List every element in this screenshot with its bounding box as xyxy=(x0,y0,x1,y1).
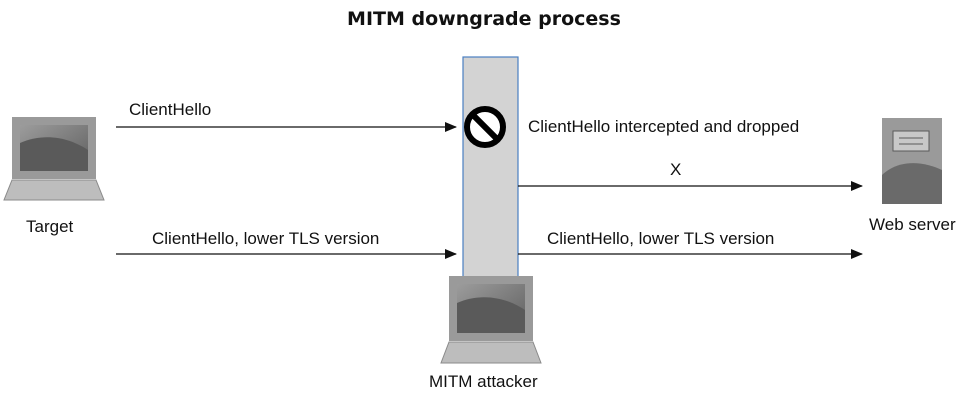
node-target-label: Target xyxy=(26,217,74,236)
mitm-column xyxy=(462,56,519,286)
message-intercepted: ClientHello intercepted and dropped xyxy=(528,117,800,136)
message-blocked-marker: X xyxy=(670,160,682,179)
message-lower-tls-right: ClientHello, lower TLS version xyxy=(547,229,775,248)
message-client-hello: ClientHello xyxy=(129,100,212,119)
attacker-laptop-icon xyxy=(440,276,542,364)
web-server-icon xyxy=(882,118,942,204)
node-web-server-label: Web server xyxy=(869,215,956,234)
prohibited-icon xyxy=(464,106,506,148)
message-lower-tls-left: ClientHello, lower TLS version xyxy=(152,229,380,248)
node-attacker-label: MITM attacker xyxy=(429,372,538,391)
diagram-title: MITM downgrade process xyxy=(347,8,621,30)
target-laptop-icon xyxy=(3,117,105,201)
